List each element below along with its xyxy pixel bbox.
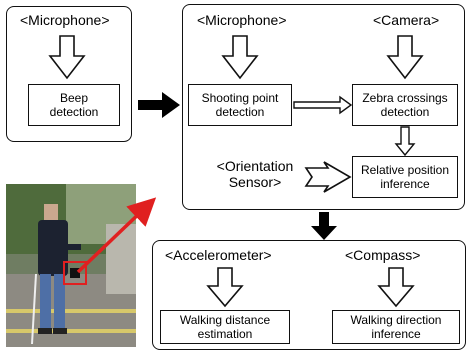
solid-down-arrow-panels xyxy=(311,212,337,240)
walking-direction-box: Walking direction inference xyxy=(332,310,460,344)
walking-distance-box: Walking distance estimation xyxy=(160,310,290,344)
beep-detection-text: Beep detection xyxy=(49,91,99,119)
walking-direction-text: Walking direction inference xyxy=(350,313,442,341)
solid-right-arrow-panels xyxy=(138,92,180,118)
microphone-label-left: <Microphone> xyxy=(20,12,110,28)
hollow-down-arrow-camera xyxy=(386,35,424,80)
zebra-crossings-box: Zebra crossings detection xyxy=(352,84,458,126)
relative-position-text: Relative position inference xyxy=(360,163,450,191)
microphone-label-right: <Microphone> xyxy=(197,12,287,28)
shooting-point-text: Shooting point detection xyxy=(201,91,279,119)
hollow-right-arrow-shooting-to-zebra xyxy=(293,95,353,115)
zebra-crossings-text: Zebra crossings detection xyxy=(362,91,448,119)
orientation-label-line2: Sensor> xyxy=(228,174,282,190)
accelerometer-label: <Accelerometer> xyxy=(165,247,272,263)
person-with-phone-illustration xyxy=(6,184,136,347)
relative-position-box: Relative position inference xyxy=(352,156,458,198)
compass-label: <Compass> xyxy=(345,247,421,263)
hollow-down-arrow-accelerometer xyxy=(206,267,244,308)
orientation-sensor-label: <Orientation Sensor> xyxy=(205,158,305,190)
hollow-right-arrow-orientation xyxy=(304,161,352,193)
orientation-label-line1: <Orientation xyxy=(216,158,294,174)
hollow-down-arrow-left xyxy=(48,35,86,80)
hollow-down-arrow-mic-right xyxy=(221,35,259,80)
hollow-down-arrow-compass xyxy=(377,267,415,308)
shooting-point-box: Shooting point detection xyxy=(188,84,292,126)
camera-label: <Camera> xyxy=(373,12,440,28)
beep-detection-box: Beep detection xyxy=(28,84,120,126)
person-photo xyxy=(6,184,136,347)
hollow-down-arrow-zebra-to-relative xyxy=(394,126,416,157)
red-direction-arrow xyxy=(76,197,157,274)
walking-distance-text: Walking distance estimation xyxy=(179,313,271,341)
